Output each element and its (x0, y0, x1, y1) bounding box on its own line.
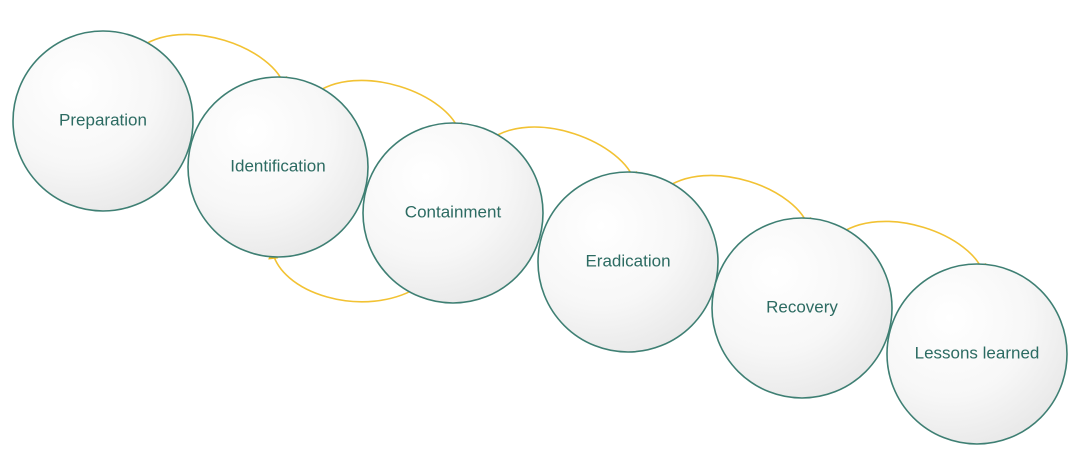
arrow-containment-to-eradication (487, 126, 636, 184)
stage-circle-recovery (711, 217, 893, 399)
stage-circle-eradication (537, 171, 719, 353)
stage-label-lessons-learned: Lessons learned (915, 343, 1040, 362)
stages-layer: PreparationIdentificationContainmentErad… (12, 30, 1068, 445)
arrow-preparation-to-identification (137, 33, 286, 89)
stage-lessons-learned: Lessons learned (886, 263, 1068, 445)
stage-label-identification: Identification (230, 156, 325, 175)
arrow-eradication-to-recovery (662, 174, 810, 230)
stage-identification: Identification (187, 76, 369, 258)
stage-circle-preparation (12, 30, 194, 212)
stage-eradication: Eradication (537, 171, 719, 353)
stage-circle-identification (187, 76, 369, 258)
stage-label-containment: Containment (405, 202, 502, 221)
stage-preparation: Preparation (12, 30, 194, 212)
arrow-containment-to-identification (271, 247, 421, 303)
stage-label-preparation: Preparation (59, 110, 147, 129)
stage-containment: Containment (362, 122, 544, 304)
stage-label-recovery: Recovery (766, 297, 838, 316)
stage-recovery: Recovery (711, 217, 893, 399)
arrow-identification-to-containment (312, 79, 461, 135)
stage-label-eradication: Eradication (585, 251, 670, 270)
stage-circle-containment (362, 122, 544, 304)
arrow-recovery-to-lessons-learned (836, 220, 985, 276)
stage-circle-lessons-learned (886, 263, 1068, 445)
